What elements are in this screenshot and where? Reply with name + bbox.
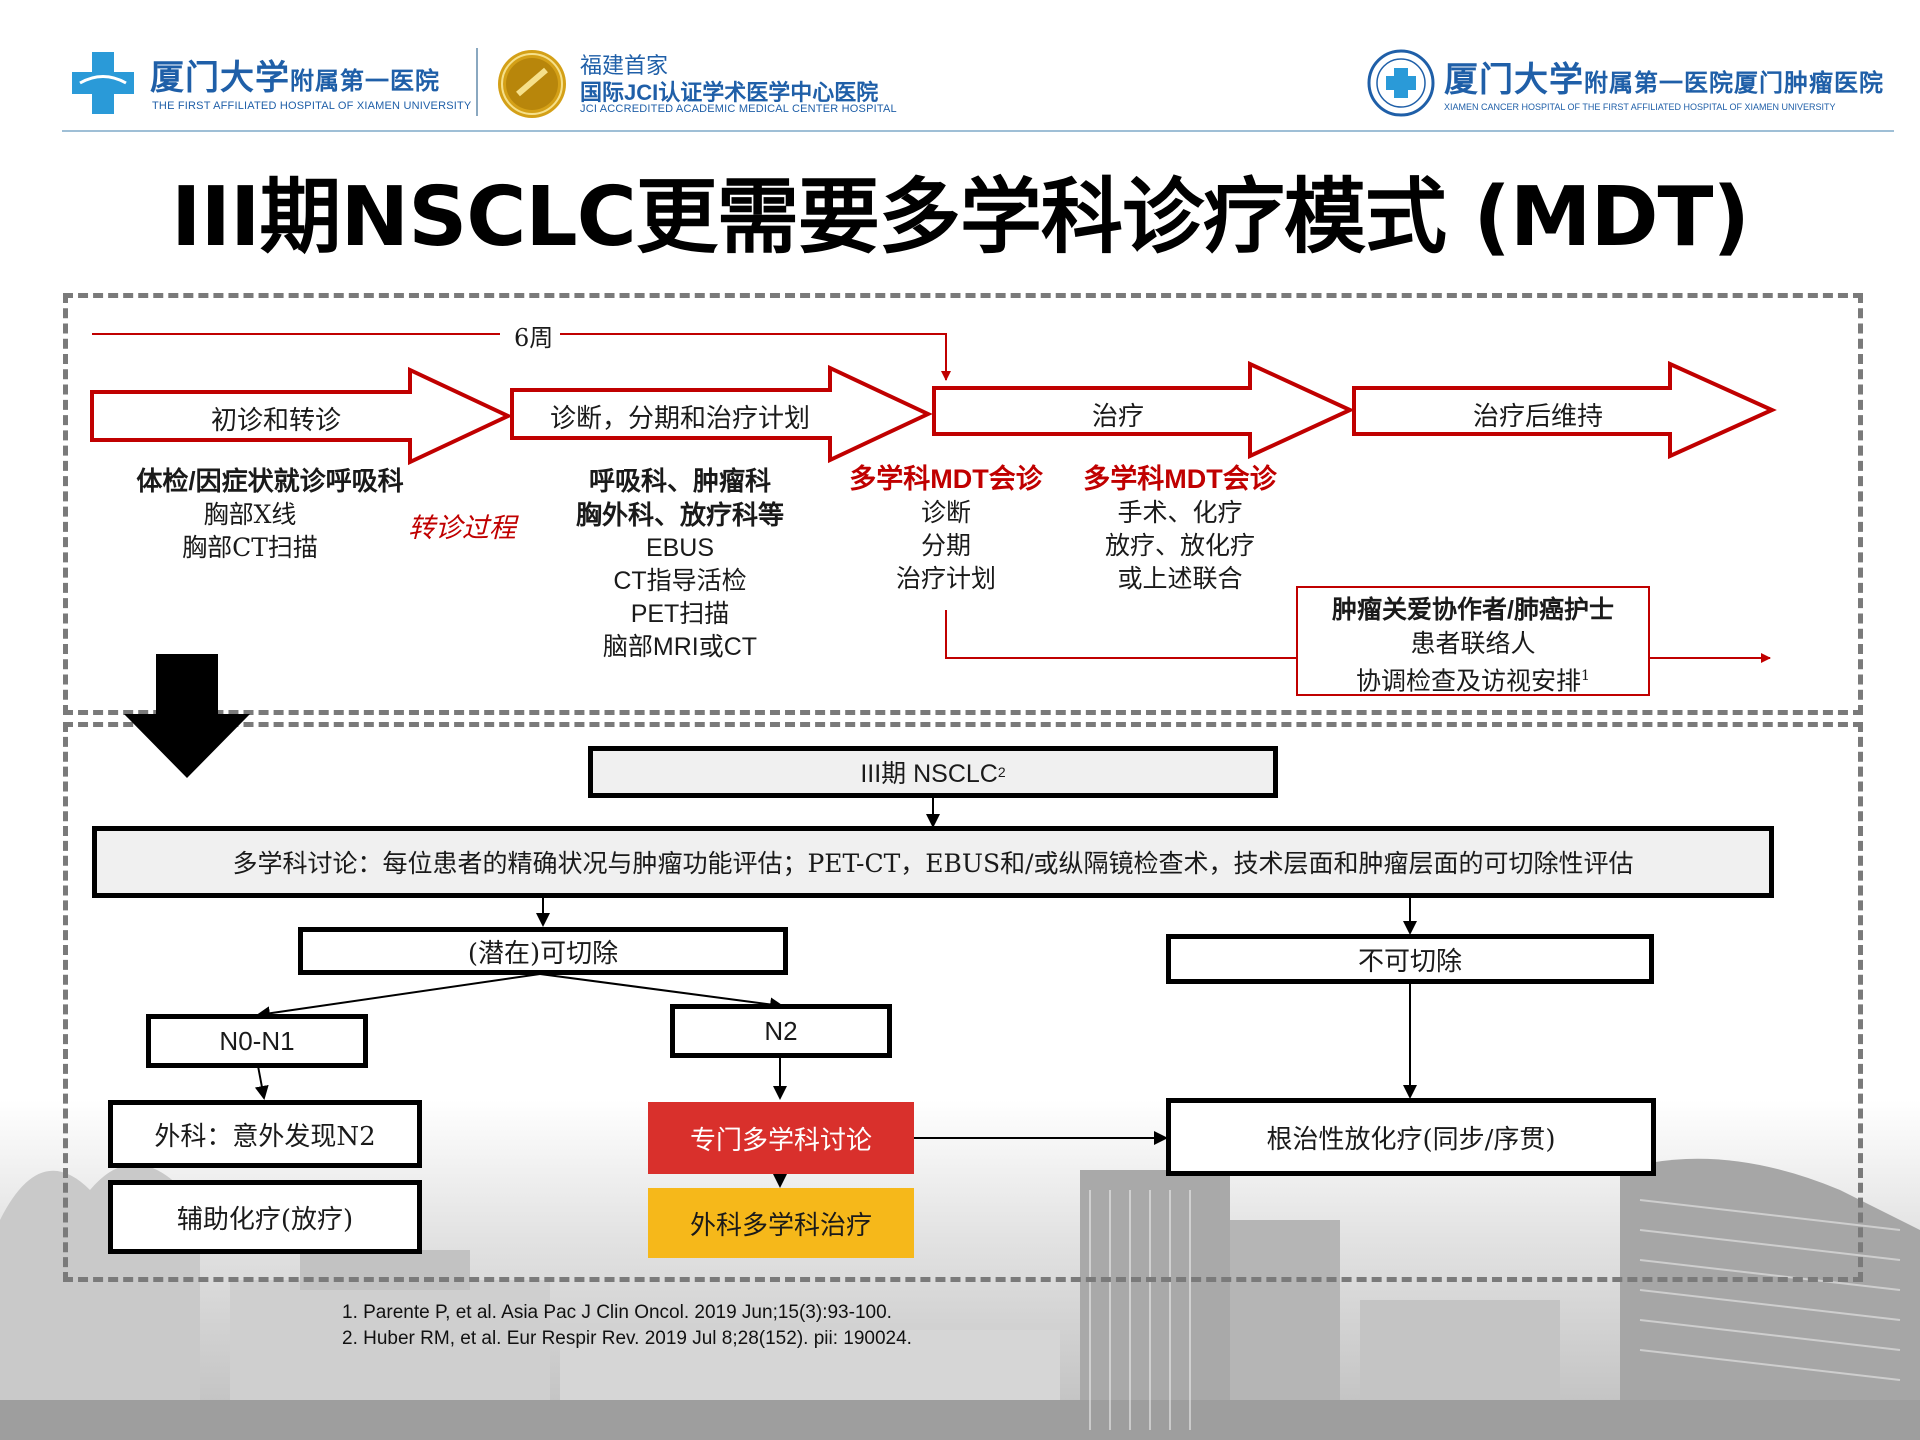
col3-line: 分期 xyxy=(920,531,971,560)
col4-line: 放疗、放化疗 xyxy=(1104,531,1255,560)
right-logo-cn-suffix: 附属第一医院厦门肿瘤医院 xyxy=(1584,69,1884,97)
arrow-label-diagnosis: 诊断，分期和治疗计划 xyxy=(549,404,810,434)
right-logo-en: XIAMEN CANCER HOSPITAL OF THE FIRST AFFI… xyxy=(1444,102,1836,112)
jci-logo: 福建首家 国际JCI认证学术医学中心医院 JCI ACCREDITED ACAD… xyxy=(496,48,916,118)
discussion-box: 多学科讨论：每位患者的精确状况与肿瘤功能评估；PET-CT，EBUS和/或纵隔镜… xyxy=(92,826,1774,898)
arrow-treatment xyxy=(932,360,1355,460)
resectable-box: (潜在)可切除 xyxy=(298,927,788,975)
care-line xyxy=(945,610,1296,659)
col4-heading: 多学科MDT会诊 xyxy=(1083,464,1277,494)
surgery-box: 外科：意外发现N2 xyxy=(108,1100,422,1168)
arrow-diagnosis xyxy=(510,364,933,464)
col1-line: 胸部CT扫描 xyxy=(182,533,318,562)
col1-line: 胸部X线 xyxy=(203,500,297,529)
unresectable-label: 不可切除 xyxy=(1357,946,1462,977)
arrow-maintenance xyxy=(1352,360,1777,460)
discussion-label: 多学科讨论：每位患者的精确状况与肿瘤功能评估；PET-CT，EBUS和/或纵隔镜… xyxy=(232,849,1634,878)
col3-heading: 多学科MDT会诊 xyxy=(849,464,1043,494)
radical-box: 根治性放化疗(同步/序贯) xyxy=(1166,1098,1656,1176)
col2-line: PET扫描 xyxy=(630,600,730,628)
n2-box: N2 xyxy=(670,1004,892,1058)
radical-label: 根治性放化疗(同步/序贯) xyxy=(1266,1124,1556,1155)
col3-line: 诊断 xyxy=(920,498,971,527)
stage-ref-sup: 2 xyxy=(997,764,1006,780)
unresectable-box: 不可切除 xyxy=(1166,934,1654,984)
flow-panel xyxy=(63,722,1863,1282)
jci-line2: 国际JCI认证学术医学中心医院 xyxy=(580,80,879,105)
left-logo-en: THE FIRST AFFILIATED HOSPITAL OF XIAMEN … xyxy=(152,100,472,112)
col2-heading: 胸外科、放疗科等 xyxy=(575,500,784,530)
left-hospital-logo: 厦门大学附属第一医院 THE FIRST AFFILIATED HOSPITAL… xyxy=(70,48,472,118)
col2-line: 脑部MRI或CT xyxy=(602,633,758,661)
jci-line1: 福建首家 xyxy=(580,53,669,78)
conn-n0n1-surgery xyxy=(254,1065,269,1100)
arrow-initial xyxy=(90,366,513,466)
timeline-panel xyxy=(63,293,1863,715)
jci-seal-icon xyxy=(498,50,566,118)
col4-line: 或上述联合 xyxy=(1117,564,1243,593)
hospital-emblem-icon xyxy=(1367,49,1435,117)
nurse-line: 患者联络人 xyxy=(1410,629,1536,658)
medical-cross-icon xyxy=(72,52,134,114)
col1-heading: 体检/因症状就诊呼吸科 xyxy=(136,466,404,496)
big-down-arrow xyxy=(124,654,250,778)
stage-label: III期 NSCLC xyxy=(860,760,998,788)
n2-label: N2 xyxy=(764,1015,798,1046)
conn-resectable-n2 xyxy=(539,973,784,1012)
nurse-box: 肿瘤关爱协作者/肺癌护士 患者联络人 协调检查及访视安排1 xyxy=(1296,586,1650,696)
referral-label: 转诊过程 xyxy=(408,513,516,544)
col4: 多学科MDT会诊 手术、化疗 放疗、放化疗 或上述联合 xyxy=(1060,462,1300,595)
resectable-label: (潜在)可切除 xyxy=(467,938,619,969)
surgical-mdt-box: 外科多学科治疗 xyxy=(648,1188,914,1258)
conn-resectable-n0n1 xyxy=(256,973,541,1021)
adjuvant-label: 辅助化疗(放疗) xyxy=(176,1204,354,1235)
adjuvant-box: 辅助化疗(放疗) xyxy=(108,1180,422,1254)
special-mdt-box: 专门多学科讨论 xyxy=(648,1102,914,1174)
right-hospital-logo: 厦门大学附属第一医院厦门肿瘤医院 XIAMEN CANCER HOSPITAL … xyxy=(1366,48,1906,118)
surgical-mdt-label: 外科多学科治疗 xyxy=(689,1210,872,1241)
weeks-line-right xyxy=(560,333,951,381)
left-logo-cn-suffix: 附属第一医院 xyxy=(290,67,440,95)
left-logo-cn: 厦门大学 xyxy=(150,58,290,98)
special-mdt-label: 专门多学科讨论 xyxy=(689,1125,872,1156)
nurse-heading: 肿瘤关爱协作者/肺癌护士 xyxy=(1332,596,1614,624)
col2: 呼吸科、肿瘤科 胸外科、放疗科等 EBUS CT指导活检 PET扫描 脑部MRI… xyxy=(530,464,830,664)
col2-line: CT指导活检 xyxy=(613,567,747,595)
logo-divider xyxy=(476,48,478,116)
reference-2: 2. Huber RM, et al. Eur Respir Rev. 2019… xyxy=(342,1328,912,1349)
header-divider xyxy=(62,130,1894,132)
weeks-label: 6周 xyxy=(514,324,554,352)
arrow-label-initial: 初诊和转诊 xyxy=(210,406,341,436)
right-logo-cn: 厦门大学 xyxy=(1444,60,1584,100)
col2-line: EBUS xyxy=(645,534,715,562)
jci-en: JCI ACCREDITED ACADEMIC MEDICAL CENTER H… xyxy=(580,103,897,115)
col4-line: 手术、化疗 xyxy=(1117,498,1243,527)
reference-1: 1. Parente P, et al. Asia Pac J Clin Onc… xyxy=(342,1302,892,1323)
col1: 体检/因症状就诊呼吸科 胸部X线 胸部CT扫描 xyxy=(100,464,440,564)
arrow-label-maintenance: 治疗后维持 xyxy=(1472,402,1603,432)
page-title: III期NSCLC更需要多学科诊疗模式 (MDT) xyxy=(171,170,1750,265)
surgery-label: 外科：意外发现N2 xyxy=(154,1121,376,1152)
nurse-ref-sup: 1 xyxy=(1581,668,1590,684)
col3-line: 治疗计划 xyxy=(895,564,996,593)
n0n1-label: N0-N1 xyxy=(219,1025,295,1056)
col3: 多学科MDT会诊 诊断 分期 治疗计划 xyxy=(826,462,1066,595)
n0n1-box: N0-N1 xyxy=(146,1014,368,1068)
arrow-label-treatment: 治疗 xyxy=(1091,402,1144,432)
nurse-line: 协调检查及访视安排 xyxy=(1356,666,1582,696)
col2-heading: 呼吸科、肿瘤科 xyxy=(588,466,771,496)
